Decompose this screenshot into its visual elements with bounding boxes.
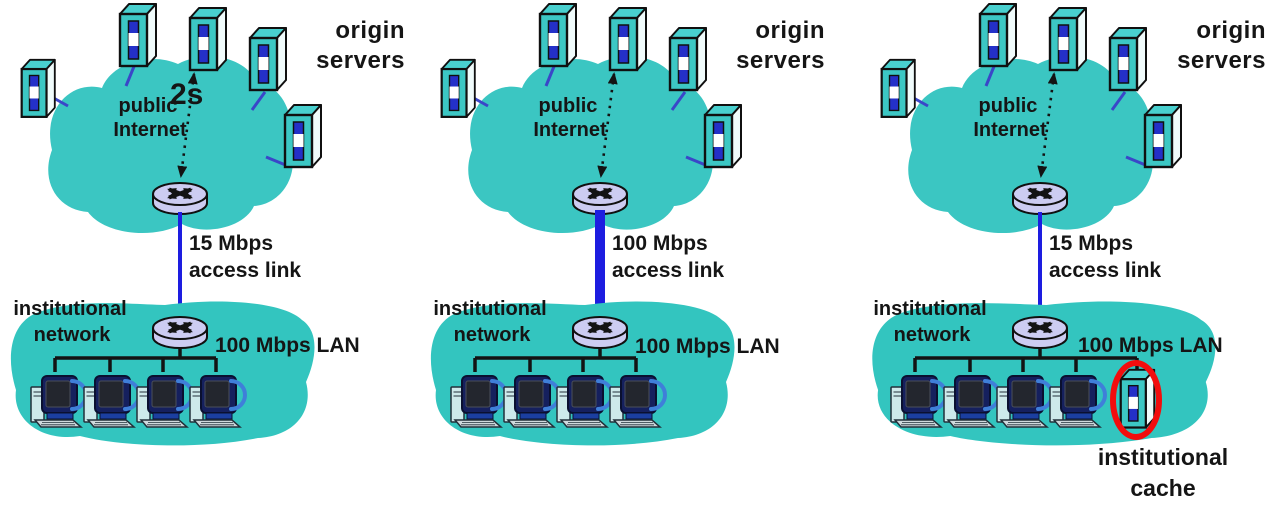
origin-server-icon	[538, 2, 578, 68]
router-icon	[573, 317, 627, 348]
public-internet-label: public	[119, 95, 178, 117]
public-internet-label: public	[979, 95, 1038, 117]
institutional-network-label: institutional	[433, 298, 546, 320]
access-link-label: access link	[189, 259, 301, 282]
origin-server-icon	[608, 6, 648, 72]
origin-server-icon	[118, 2, 158, 68]
access-link-label: access link	[612, 259, 724, 282]
access-link-label: access link	[1049, 259, 1161, 282]
origin-servers-label: servers	[316, 47, 405, 74]
origin-server-icon	[283, 103, 323, 169]
public-internet-label: public	[539, 95, 598, 117]
public-internet-label: Internet	[113, 119, 187, 141]
public-internet-label: Internet	[973, 119, 1047, 141]
institutional-cache-server-icon	[1119, 368, 1156, 429]
panel-fat-access-link: origin servers public Internet 100 Mbps …	[430, 2, 825, 446]
institutional-network-label: network	[34, 324, 112, 346]
origin-servers-label: origin	[1196, 17, 1266, 44]
router-icon	[1013, 317, 1067, 348]
origin-server-icon	[703, 103, 743, 169]
access-link-label: 100 Mbps	[612, 232, 708, 255]
access-link-label: 15 Mbps	[1049, 232, 1133, 255]
access-link-label: 15 Mbps	[189, 232, 273, 255]
lan-speed-label: 100 Mbps LAN	[1078, 334, 1223, 357]
origin-server-icon	[440, 58, 476, 118]
institutional-network-label: network	[454, 324, 532, 346]
lan-bus-lines	[53, 348, 218, 372]
origin-servers-label: origin	[335, 17, 405, 44]
panel-institutional-cache: origin servers public Internet 15 Mbps a…	[872, 2, 1266, 501]
request-path-arrow	[597, 72, 618, 178]
public-internet-label: Internet	[533, 119, 607, 141]
institutional-network-label: institutional	[13, 298, 126, 320]
institutional-cache-label: institutional	[1098, 444, 1228, 470]
origin-server-icon	[1048, 6, 1088, 72]
lan-bus-lines	[913, 348, 1139, 372]
origin-server-icon	[1143, 103, 1183, 169]
origin-servers-label: servers	[1177, 47, 1266, 74]
origin-server-icon	[880, 58, 916, 118]
origin-server-icon	[20, 58, 56, 118]
lan-speed-label: 100 Mbps LAN	[635, 335, 780, 358]
router-icon	[573, 183, 627, 214]
lan-speed-label: 100 Mbps LAN	[215, 334, 360, 357]
origin-servers-label: servers	[736, 47, 825, 74]
origin-server-icon	[1108, 26, 1148, 92]
institutional-network-label: network	[894, 324, 972, 346]
origin-server-icon	[668, 26, 708, 92]
delay-annotation: 2s	[170, 78, 203, 111]
router-icon	[153, 317, 207, 348]
request-path-arrow	[1037, 72, 1058, 178]
panel-slow-access-link: origin servers public Internet 2s 15 Mbp…	[10, 2, 405, 446]
institutional-network-label: institutional	[873, 298, 986, 320]
request-path-arrow	[177, 72, 198, 178]
server-access-lines	[469, 63, 709, 168]
origin-server-icon	[978, 2, 1018, 68]
router-icon	[153, 183, 207, 214]
origin-server-icon	[188, 6, 228, 72]
router-icon	[1013, 183, 1067, 214]
origin-servers-label: origin	[755, 17, 825, 44]
lan-bus-lines	[473, 348, 638, 372]
origin-server-icon	[248, 26, 288, 92]
cache-highlight-ring	[1110, 360, 1162, 440]
institutional-cache-label: cache	[1130, 475, 1195, 501]
